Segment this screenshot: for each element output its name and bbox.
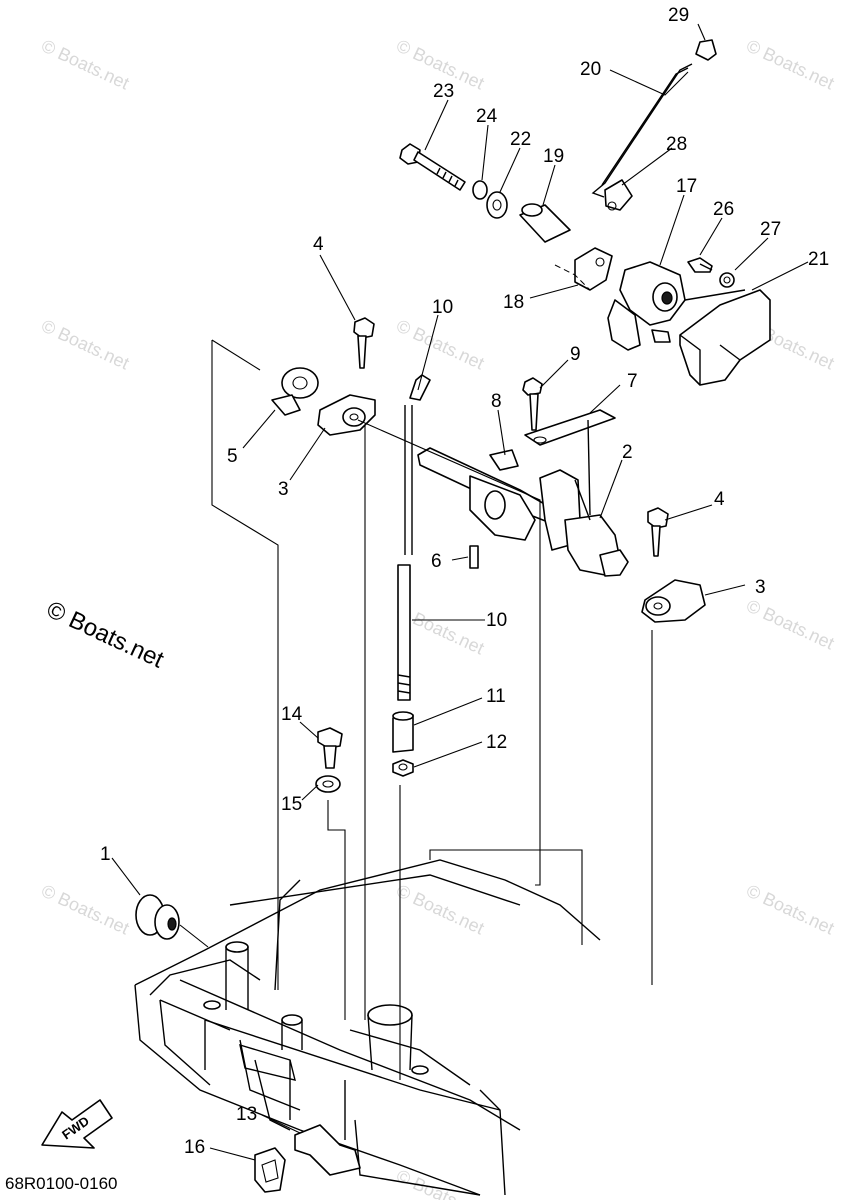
leader-lines (111, 23, 809, 1161)
reference-lines (211, 339, 653, 1080)
watermark: © Boats.net (743, 35, 837, 93)
grommet-part (135, 894, 209, 948)
callout-3-right: 3 (755, 577, 766, 598)
callout-26: 26 (713, 199, 734, 220)
callout-13: 12 (486, 732, 507, 753)
throttle-bracket-assembly (607, 257, 771, 386)
callout-27: 27 (760, 219, 781, 240)
callout-5: 5 (227, 446, 238, 467)
callout-14: 13 (236, 1104, 257, 1125)
callout-2: 2 (622, 442, 633, 463)
callout-10: 10 (486, 610, 507, 631)
callout-29: 29 (668, 5, 689, 26)
callout-28: 28 (666, 134, 687, 155)
callout-12: 11 (486, 686, 506, 707)
callout-19: 18 (503, 292, 524, 313)
bolt-and-washers (399, 143, 508, 219)
callout-21: 20 (580, 59, 601, 80)
bottom-cowling (134, 859, 601, 1196)
watermark: © Boats.net (38, 315, 132, 373)
callout-1: 1 (100, 844, 111, 865)
diagram-code: 68R0100-0160 (5, 1174, 117, 1193)
watermark: © Boats.net (393, 315, 487, 373)
callout-24: 23 (433, 81, 454, 102)
callout-11: 10 (432, 297, 453, 318)
lower-brackets (254, 1124, 361, 1193)
watermark: © Boats.net (38, 880, 132, 938)
callout-18: 17 (676, 176, 697, 197)
callout-4-top: 4 (313, 234, 324, 255)
callout-6: 6 (431, 551, 442, 572)
callout-9: 9 (570, 344, 581, 365)
throttle-rod-assembly (591, 39, 717, 211)
watermark: © Boats.net (743, 880, 837, 938)
holders-and-bolts (271, 317, 706, 623)
watermark-main: © Boats.net (42, 596, 168, 674)
callout-15: 14 (281, 704, 303, 725)
bolt-and-washer-lower (315, 727, 343, 793)
callout-7: 7 (627, 371, 638, 392)
watermark: © Boats.net (38, 35, 132, 93)
callout-4-right: 4 (714, 489, 725, 510)
forward-direction-badge: FWD (41, 1099, 113, 1149)
throttle-shaft-assembly (417, 377, 629, 577)
callout-20: 19 (543, 146, 564, 167)
callout-25: 24 (476, 106, 498, 127)
callout-22: 21 (808, 249, 829, 270)
callout-3-left: 3 (278, 479, 289, 500)
rod-assembly (392, 374, 431, 777)
callout-labels: 29 20 23 24 22 19 28 17 26 27 21 18 4 10… (100, 5, 829, 1158)
callout-8: 8 (491, 391, 502, 412)
watermark: © Boats.net (743, 595, 837, 653)
link-and-collar (519, 203, 613, 291)
callout-23: 22 (510, 129, 531, 150)
callout-17: 16 (184, 1137, 205, 1158)
callout-16: 15 (281, 794, 302, 815)
